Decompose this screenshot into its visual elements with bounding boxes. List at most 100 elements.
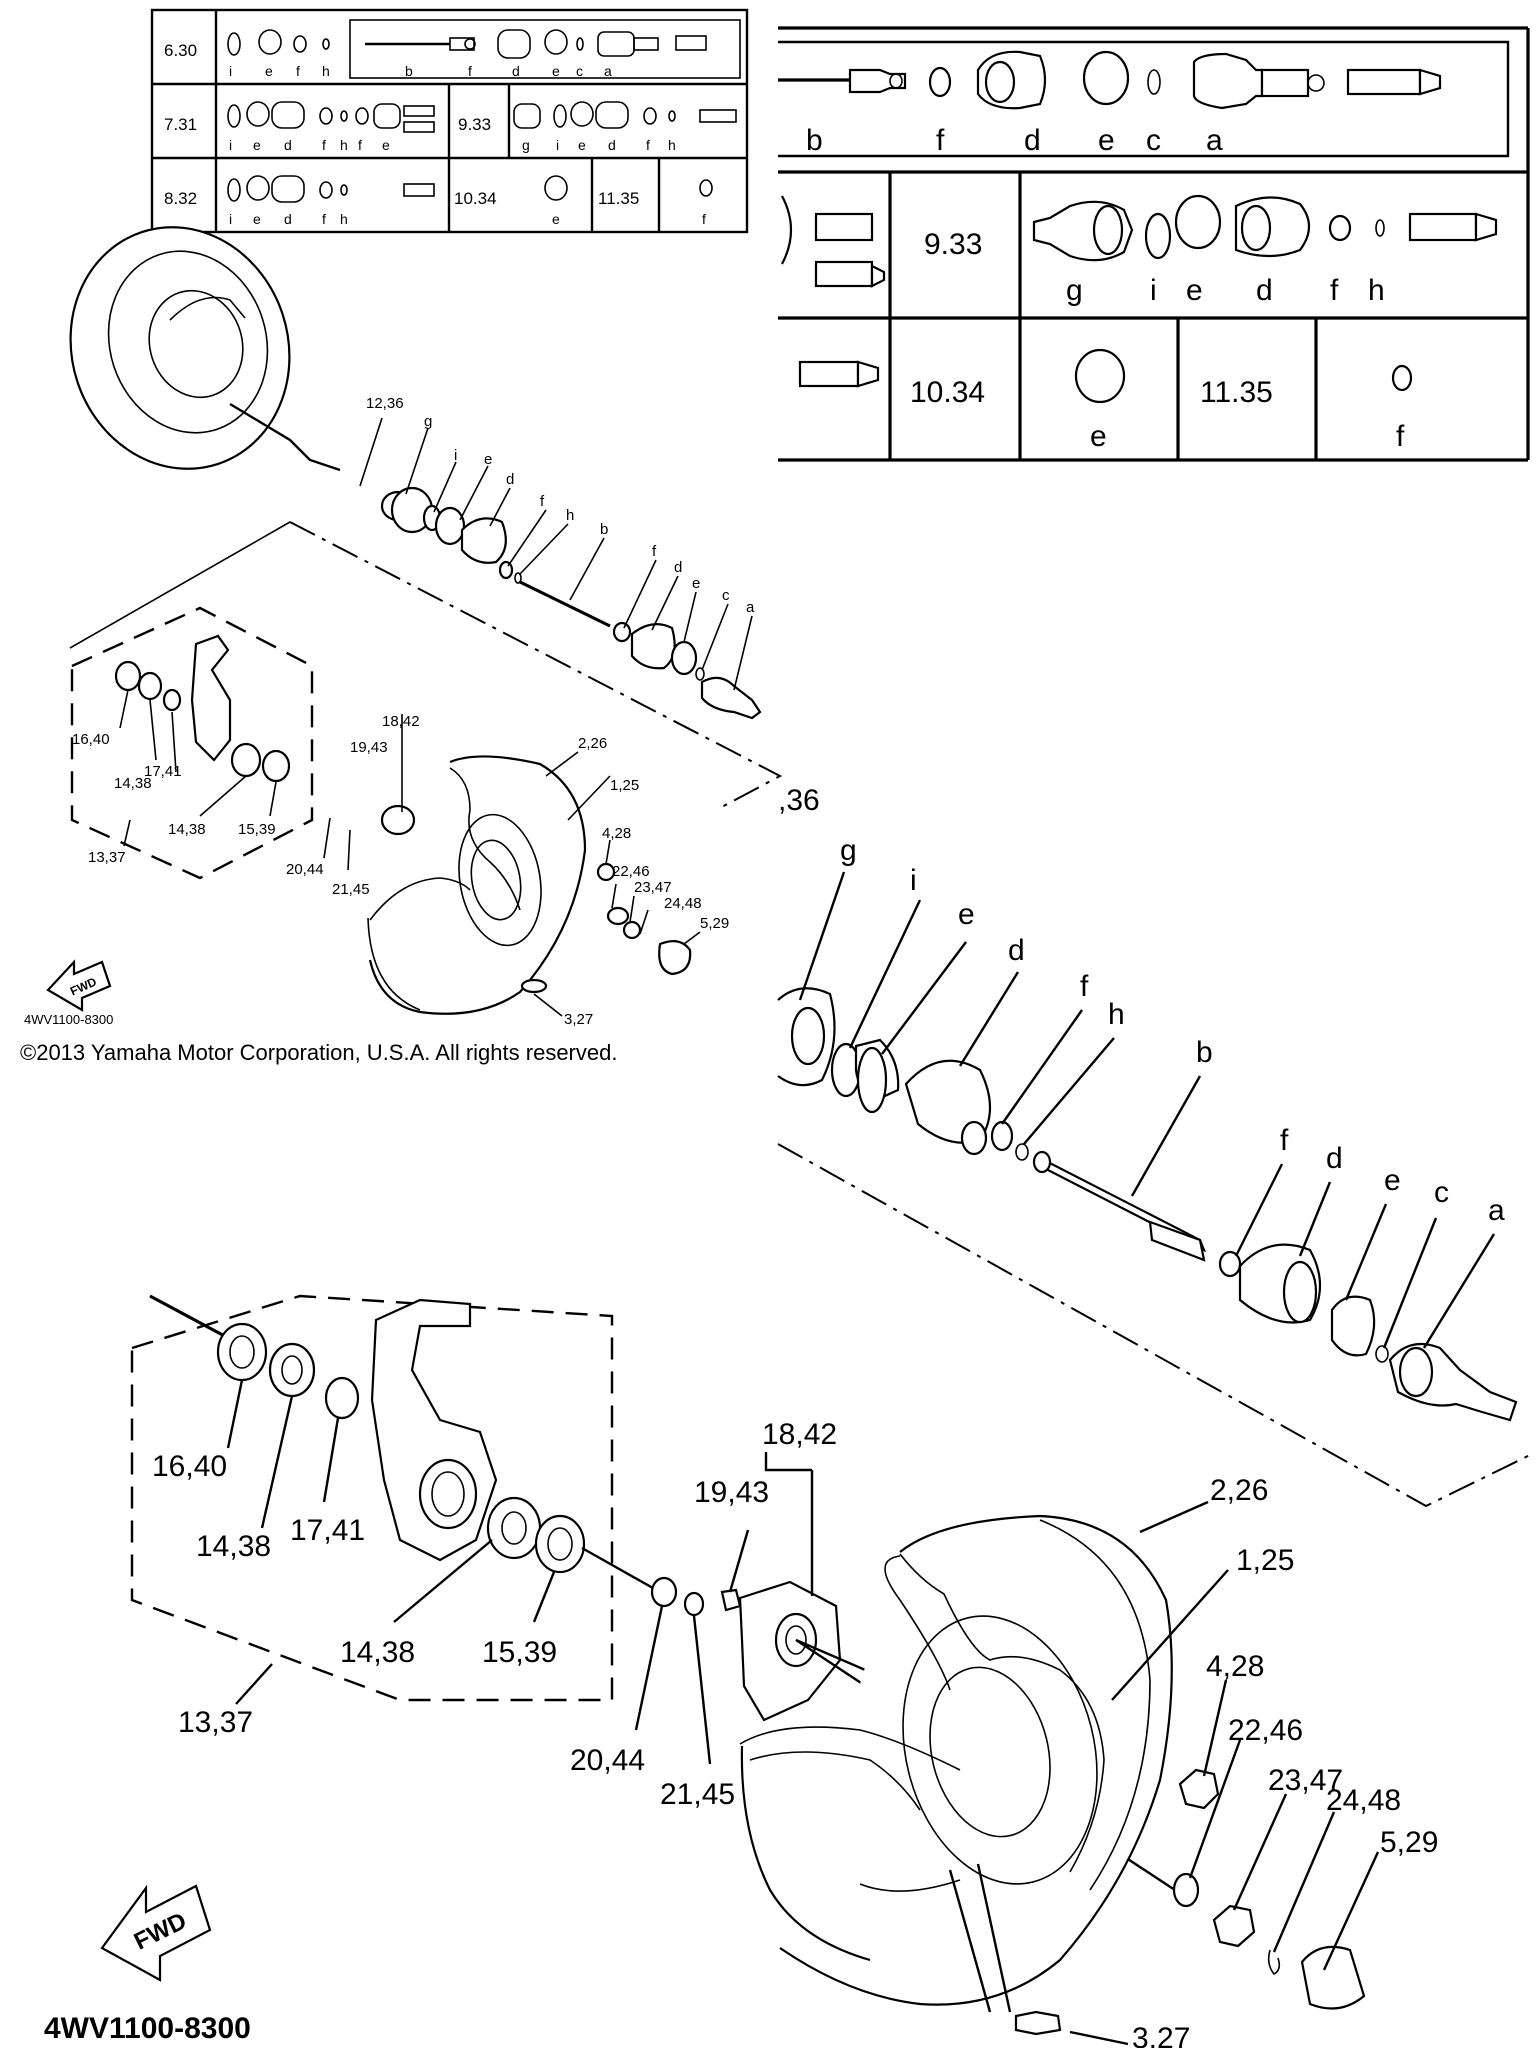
small-callout-14-38-b: 14,38 (168, 821, 206, 838)
large-callout-b: b (1196, 1036, 1213, 1069)
small-fwd-arrow-icon: FWD (46, 959, 112, 1012)
small-row3-letter-h: h (340, 211, 348, 227)
small-knuckle-parts (114, 634, 291, 783)
small-shaft-parts (380, 486, 762, 720)
small-callout-2-26: 2,26 (578, 735, 607, 752)
small-callout-1-25: 1,25 (610, 777, 639, 794)
small-row1-boxed-c: c (576, 63, 583, 79)
large-callout-14-38-b: 14,38 (340, 1636, 415, 1669)
small-row1-boxed-d: d (512, 63, 520, 79)
large-leader-lines (226, 871, 1496, 2046)
small-row2-letter-f: f (322, 137, 326, 153)
small-row2b-letter-h: h (668, 137, 676, 153)
small-row2b-letter-i: i (556, 137, 559, 153)
small-callout-5-29: 5,29 (700, 915, 729, 932)
small-row1-letter-f: f (296, 63, 300, 79)
small-callout-3-27: 3,27 (564, 1011, 593, 1028)
large-row1-letter-f: f (936, 124, 945, 157)
small-callout-24-48: 24,48 (664, 895, 702, 912)
large-callout-d: d (1008, 934, 1025, 967)
large-callout-d2: d (1326, 1142, 1343, 1175)
large-callout-2-26: 2,26 (1210, 1474, 1268, 1507)
small-row2-letter-i: i (229, 137, 232, 153)
large-callout-a: a (1488, 1194, 1505, 1227)
small-callout-13-37: 13,37 (88, 849, 126, 866)
small-table-ref-10-34: 10.34 (454, 189, 497, 208)
small-callout-12-36: 12,36 (366, 395, 404, 412)
small-callout-21-45: 21,45 (332, 881, 370, 898)
small-callout-e2: e (692, 575, 700, 592)
small-table-ref-8-32: 8.32 (164, 189, 197, 208)
small-row2-letter-e2: e (382, 137, 390, 153)
large-callout-c: c (1434, 1176, 1449, 1209)
copyright-notice: ©2013 Yamaha Motor Corporation, U.S.A. A… (20, 1040, 617, 1065)
small-reference-table: 6.30 7.31 8.32 9.33 10.34 11.35 i e f h (150, 8, 749, 234)
small-row3c-letter-f: f (702, 211, 706, 227)
small-row1-parts (227, 29, 707, 59)
large-callout-20-44: 20,44 (570, 1744, 645, 1777)
large-row1-letter-b: b (806, 124, 823, 157)
large-row2-letter-d: d (1256, 274, 1273, 307)
small-callout-a: a (746, 599, 755, 616)
small-callout-f2: f (652, 543, 657, 560)
small-callout-22-46: 22,46 (612, 863, 650, 880)
small-row3-letter-f: f (322, 211, 326, 227)
large-callout-17-41: 17,41 (290, 1514, 365, 1547)
large-reference-table: b f d e c a 9.33 g i (778, 26, 1530, 462)
small-callout-19-43: 19,43 (350, 739, 388, 756)
small-callout-18-42: 18,42 (382, 713, 420, 730)
small-row2-letter-f2: f (358, 137, 362, 153)
small-wheel-top (69, 226, 341, 472)
small-wheel-bottom (367, 755, 692, 1015)
small-callout-15-39: 15,39 (238, 821, 276, 838)
large-callout-15-39: 15,39 (482, 1636, 557, 1669)
small-table-ref-6-30: 6.30 (164, 41, 197, 60)
small-overview-diagram: 12,36 g i e d f h b f d e c a 18,42 19,4… (20, 226, 783, 1065)
large-callout-19-43: 19,43 (694, 1476, 769, 1509)
large-callout-g: g (840, 834, 857, 867)
large-row1-letter-c: c (1146, 124, 1161, 157)
small-row1-boxed-b: b (405, 63, 413, 79)
large-fwd-arrow-icon: FWD (100, 1884, 212, 1982)
small-row1-boxed-e: e (552, 63, 560, 79)
small-row1-letter-i: i (229, 63, 232, 79)
large-callout-3-27: 3,27 (1132, 2022, 1190, 2048)
small-callout-e: e (484, 451, 492, 468)
large-row3-letter-f: f (1396, 420, 1405, 453)
large-callout-24-48: 24,48 (1326, 1784, 1401, 1817)
large-row2-letter-h: h (1368, 274, 1385, 307)
large-callout-e2: e (1384, 1164, 1401, 1197)
small-callout-b: b (600, 521, 608, 538)
large-callout-16-40: 16,40 (152, 1450, 227, 1483)
large-callout-4-28: 4,28 (1206, 1650, 1264, 1683)
small-row1-boxed-f: f (468, 63, 472, 79)
small-row2-parts (227, 101, 737, 133)
large-row1-letter-a: a (1206, 124, 1223, 157)
large-row2-letter-f: f (1330, 274, 1339, 307)
large-fasteners (1014, 1768, 1366, 2036)
large-row2-letter-e: e (1186, 274, 1203, 307)
large-row2-ref: 9.33 (924, 228, 982, 261)
small-callout-g: g (424, 413, 432, 430)
small-row2b-letter-f: f (646, 137, 650, 153)
large-callout-e: e (958, 898, 975, 931)
small-row3-letter-e: e (253, 211, 261, 227)
small-row2b-letter-g: g (522, 137, 530, 153)
large-callout-18-42: 18,42 (762, 1418, 837, 1451)
small-callout-20-44: 20,44 (286, 861, 324, 878)
large-callout-i: i (910, 864, 917, 897)
small-row1-letter-h: h (322, 63, 330, 79)
large-row1-letter-e: e (1098, 124, 1115, 157)
large-row1-parts (778, 50, 1442, 110)
small-callout-4-28: 4,28 (602, 825, 631, 842)
large-row3-ref-10-34: 10.34 (910, 376, 985, 409)
small-row1-boxed-a: a (604, 63, 612, 79)
small-row2-letter-h: h (340, 137, 348, 153)
large-shaft-parts (777, 987, 1518, 1422)
large-callout-5-29: 5,29 (1380, 1826, 1438, 1859)
large-callout-f: f (1080, 970, 1089, 1003)
small-row3-letter-i: i (229, 211, 232, 227)
large-row2-letter-g: g (1066, 274, 1083, 307)
large-row2-partial-parts (781, 195, 886, 288)
